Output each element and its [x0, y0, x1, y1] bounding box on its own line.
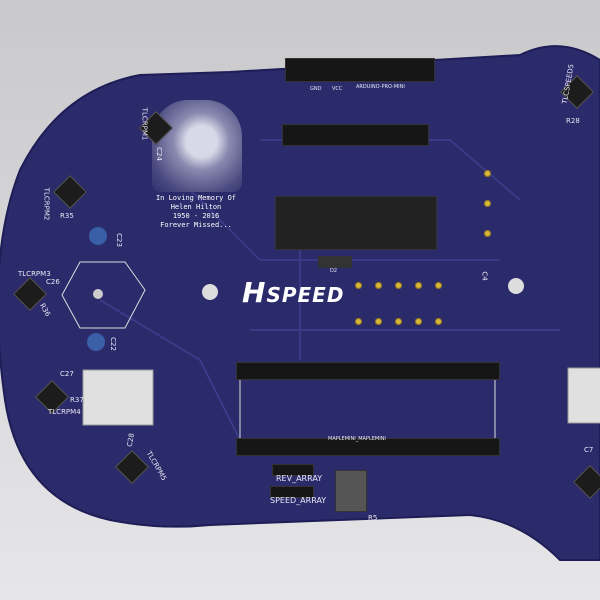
- pad: [375, 282, 382, 289]
- label-gnd: GND: [310, 86, 322, 92]
- dip-ic: [335, 470, 367, 512]
- pad: [355, 282, 362, 289]
- rev-array-jumper: [272, 464, 314, 476]
- label-maple: MAPLEMINI_MAPLEMINI: [328, 436, 386, 442]
- label-vcc: VCC: [332, 86, 343, 92]
- label-d2: D2: [330, 268, 338, 274]
- pad: [355, 318, 362, 325]
- label-c23: C23: [114, 233, 123, 247]
- maple-header-bottom: [236, 438, 500, 456]
- pad: [415, 282, 422, 289]
- memorial-dates: 1950 - 2016: [172, 212, 220, 220]
- pad: [435, 282, 442, 289]
- label-c27: C27: [60, 370, 74, 378]
- pad: [484, 170, 491, 177]
- memorial-text: In Loving Memory Of Helen Hilton 1950 - …: [150, 194, 242, 230]
- memorial-line: Forever Missed...: [160, 221, 232, 229]
- label-r35: R35: [60, 212, 74, 220]
- pad: [435, 318, 442, 325]
- label-rev-array: REV_ARRAY: [276, 474, 323, 483]
- label-c26: C26: [46, 278, 60, 286]
- pad: [484, 200, 491, 207]
- memorial-photo: [152, 100, 242, 192]
- label-r37: R37: [70, 396, 84, 404]
- pad: [375, 318, 382, 325]
- label-c4: C4: [480, 271, 489, 281]
- hspeed-logo: HSPEED: [242, 276, 345, 309]
- label-r5: R5: [368, 514, 378, 522]
- idc-connector: [275, 196, 437, 250]
- pad: [415, 318, 422, 325]
- label-r28: R28: [566, 117, 580, 125]
- label-tlcrpm3: TLCRPM3: [18, 270, 51, 278]
- header-connector: [282, 124, 429, 146]
- label-arduino: ARDUINO-PRO-MINI: [356, 84, 405, 90]
- memorial-line: In Loving Memory Of: [155, 194, 237, 202]
- pad: [395, 318, 402, 325]
- label-tlcrpm4: TLCRPM4: [48, 408, 81, 416]
- arduino-header: [285, 58, 435, 82]
- memorial-name: Helen Hilton: [170, 203, 222, 211]
- maple-header-top: [236, 362, 500, 380]
- diode: [318, 256, 352, 268]
- speed-array-jumper: [270, 486, 314, 498]
- label-tlcrpm2: TLCRPM2: [42, 187, 51, 221]
- label-c7: C7: [584, 446, 594, 454]
- label-c24: C24: [154, 147, 163, 161]
- pad: [484, 230, 491, 237]
- label-tlcrpm1: TLCRPM1: [140, 107, 149, 141]
- label-speed-array: SPEED_ARRAY: [270, 496, 327, 505]
- label-c22: C22: [108, 337, 117, 351]
- pad: [395, 282, 402, 289]
